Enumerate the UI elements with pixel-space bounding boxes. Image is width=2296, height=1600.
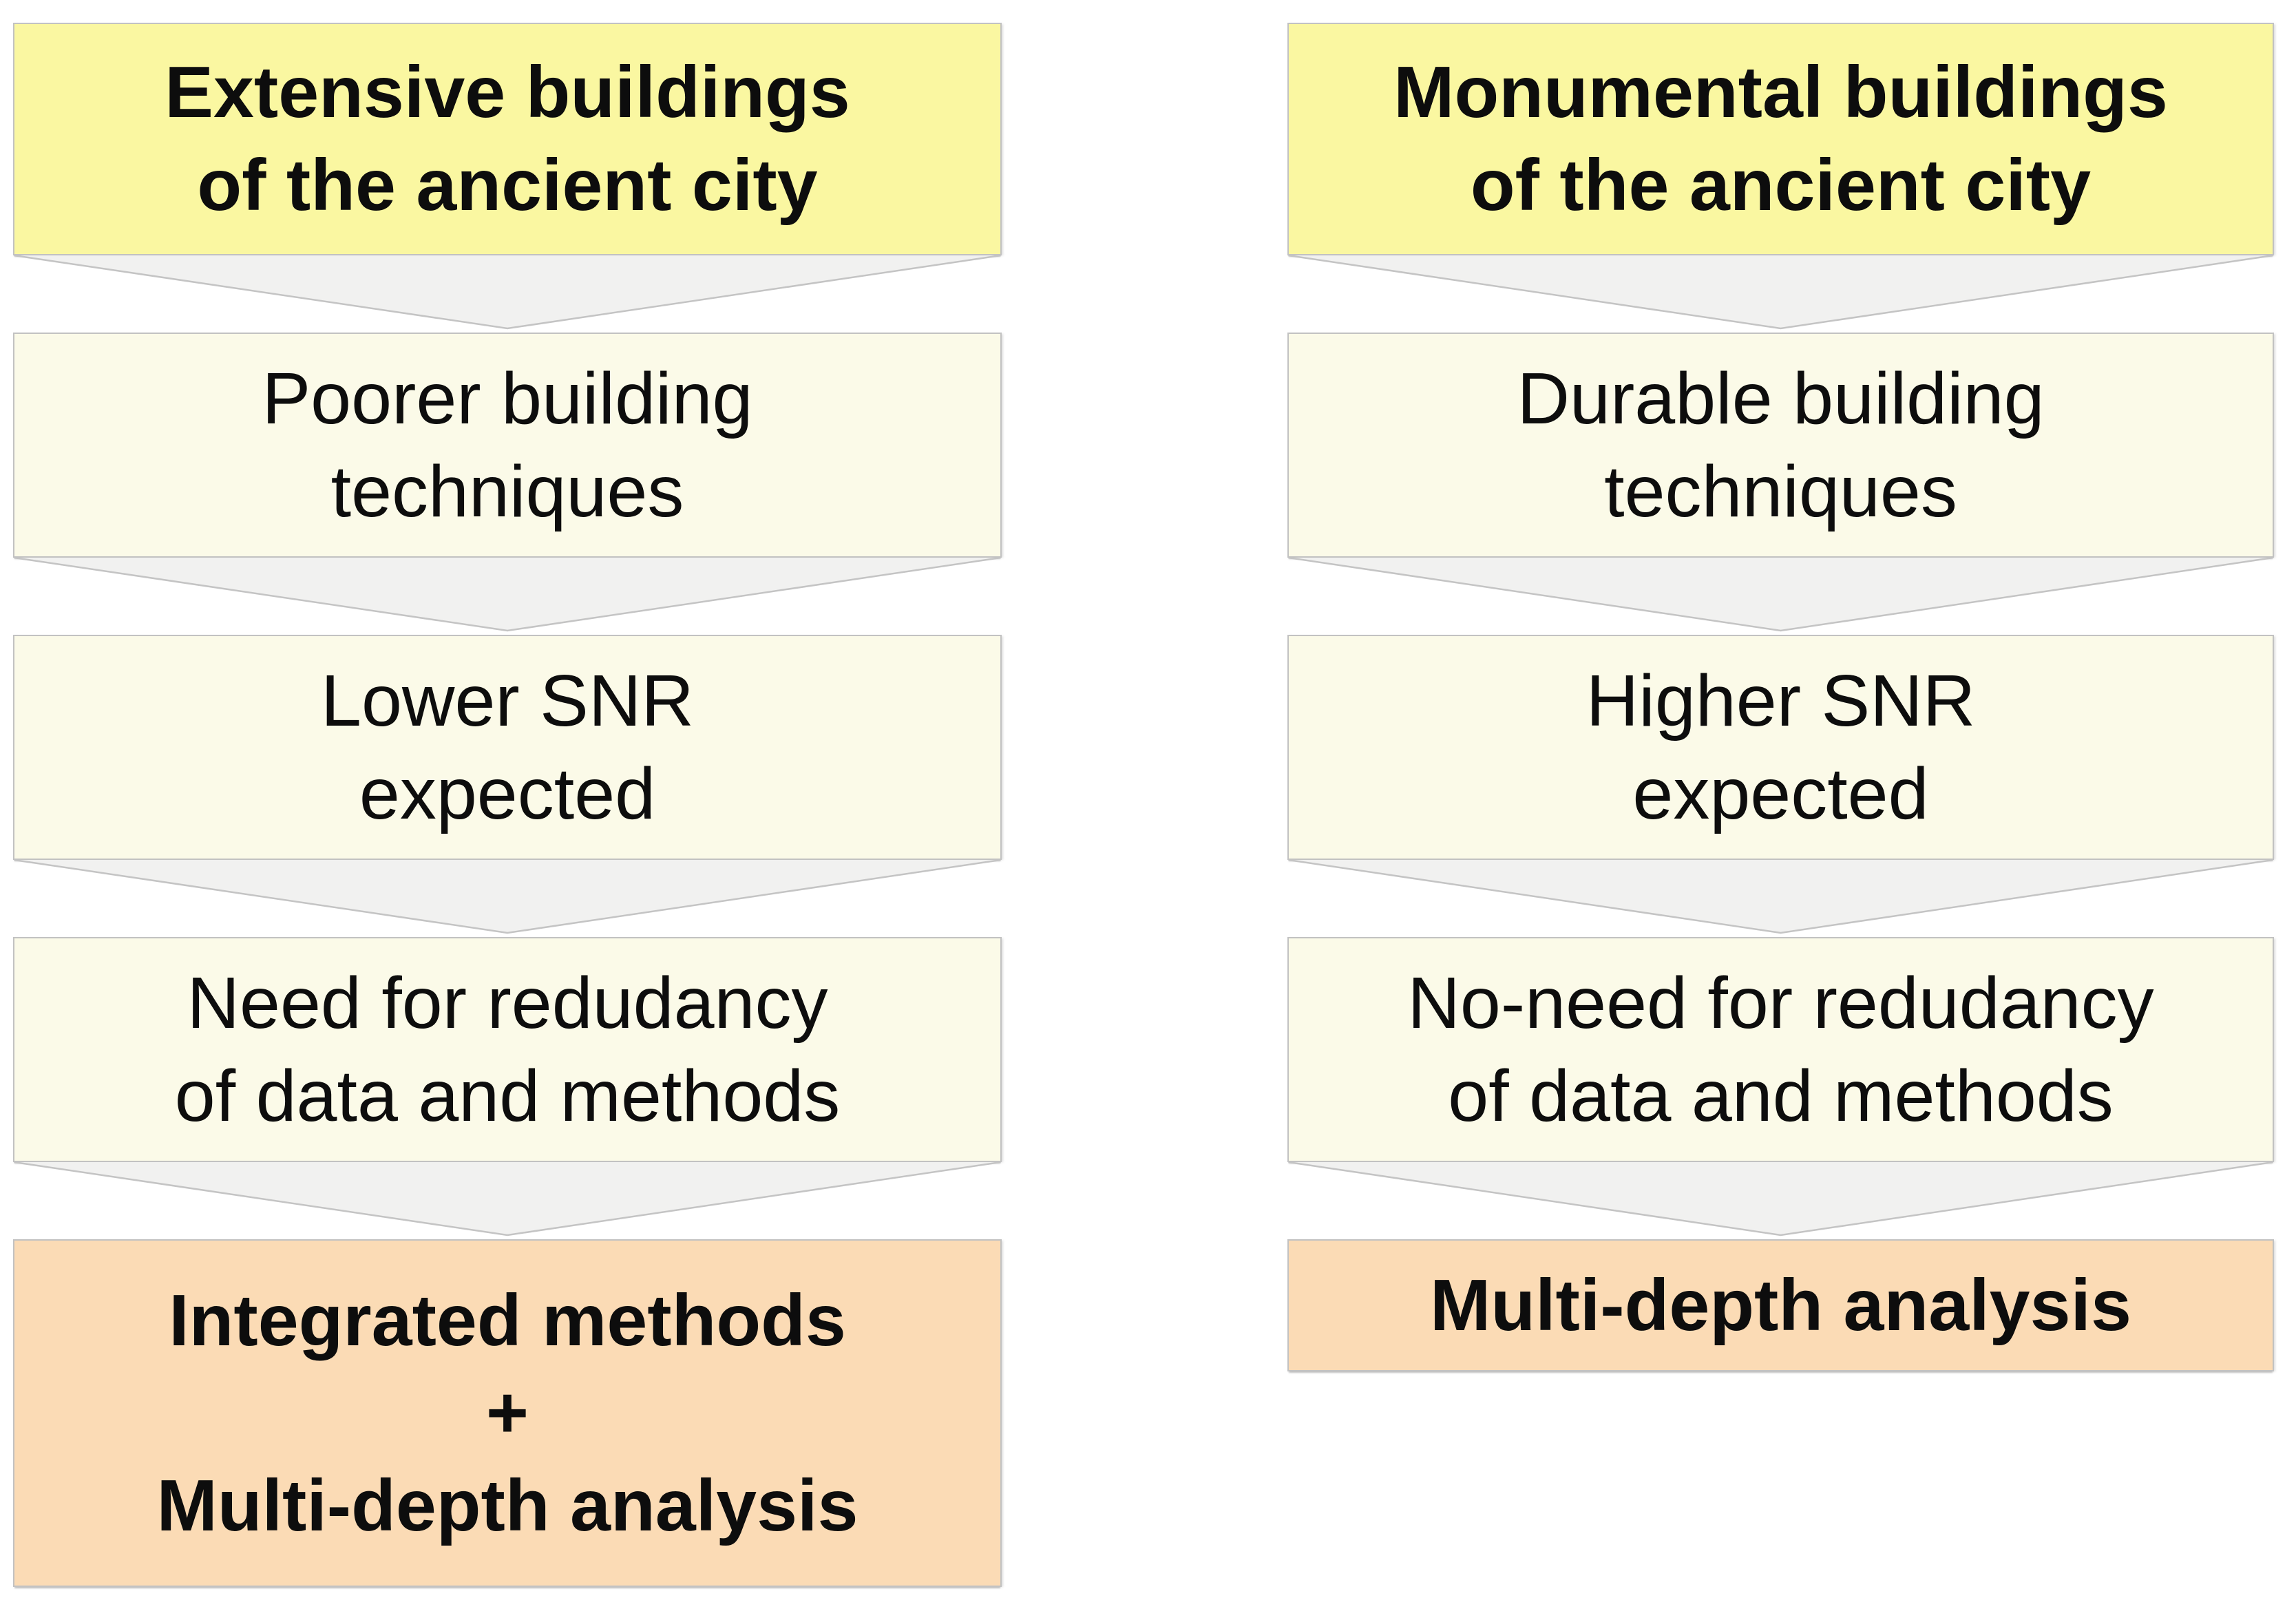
box-integrated-methods-multi-depth: Integrated methods + Multi-depth analysi… <box>13 1239 1002 1587</box>
down-arrow-connector <box>1287 860 2274 937</box>
box-poorer-building-techniques: Poorer building techniques <box>13 333 1002 558</box>
box-multi-depth-analysis: Multi-depth analysis <box>1287 1239 2274 1371</box>
down-arrow-connector <box>13 1162 1002 1239</box>
down-arrow-connector <box>13 860 1002 937</box>
down-arrow-connector <box>1287 255 2274 333</box>
box-lower-snr-expected: Lower SNR expected <box>13 635 1002 860</box>
box-higher-snr-expected: Higher SNR expected <box>1287 635 2274 860</box>
box-no-need-for-redundancy-label: No-need for redudancy of data and method… <box>1407 962 2154 1137</box>
box-durable-building-techniques: Durable building techniques <box>1287 333 2274 558</box>
down-arrow-connector <box>13 255 1002 333</box>
box-lower-snr-expected-label: Lower SNR expected <box>321 660 694 834</box>
box-no-need-for-redundancy: No-need for redudancy of data and method… <box>1287 937 2274 1162</box>
box-need-for-redundancy-label: Need for redudancy of data and methods <box>174 962 841 1137</box>
box-integrated-methods-multi-depth-label: Integrated methods + Multi-depth analysi… <box>156 1279 859 1546</box>
box-extensive-buildings-label: Extensive buildings of the ancient city <box>165 52 850 226</box>
box-extensive-buildings: Extensive buildings of the ancient city <box>13 23 1002 255</box>
box-monumental-buildings-label: Monumental buildings of the ancient city <box>1393 52 2168 226</box>
box-monumental-buildings: Monumental buildings of the ancient city <box>1287 23 2274 255</box>
box-higher-snr-expected-label: Higher SNR expected <box>1586 660 1976 834</box>
down-arrow-connector <box>1287 558 2274 635</box>
down-arrow-connector <box>1287 1162 2274 1239</box>
box-need-for-redundancy: Need for redudancy of data and methods <box>13 937 1002 1162</box>
box-multi-depth-analysis-label: Multi-depth analysis <box>1430 1264 2131 1346</box>
down-arrow-connector <box>13 558 1002 635</box>
column-monumental-buildings: Monumental buildings of the ancient city… <box>1287 23 2274 1371</box>
box-durable-building-techniques-label: Durable building techniques <box>1517 357 2045 532</box>
column-extensive-buildings: Extensive buildings of the ancient city … <box>13 23 1002 1587</box>
box-poorer-building-techniques-label: Poorer building techniques <box>262 357 753 532</box>
